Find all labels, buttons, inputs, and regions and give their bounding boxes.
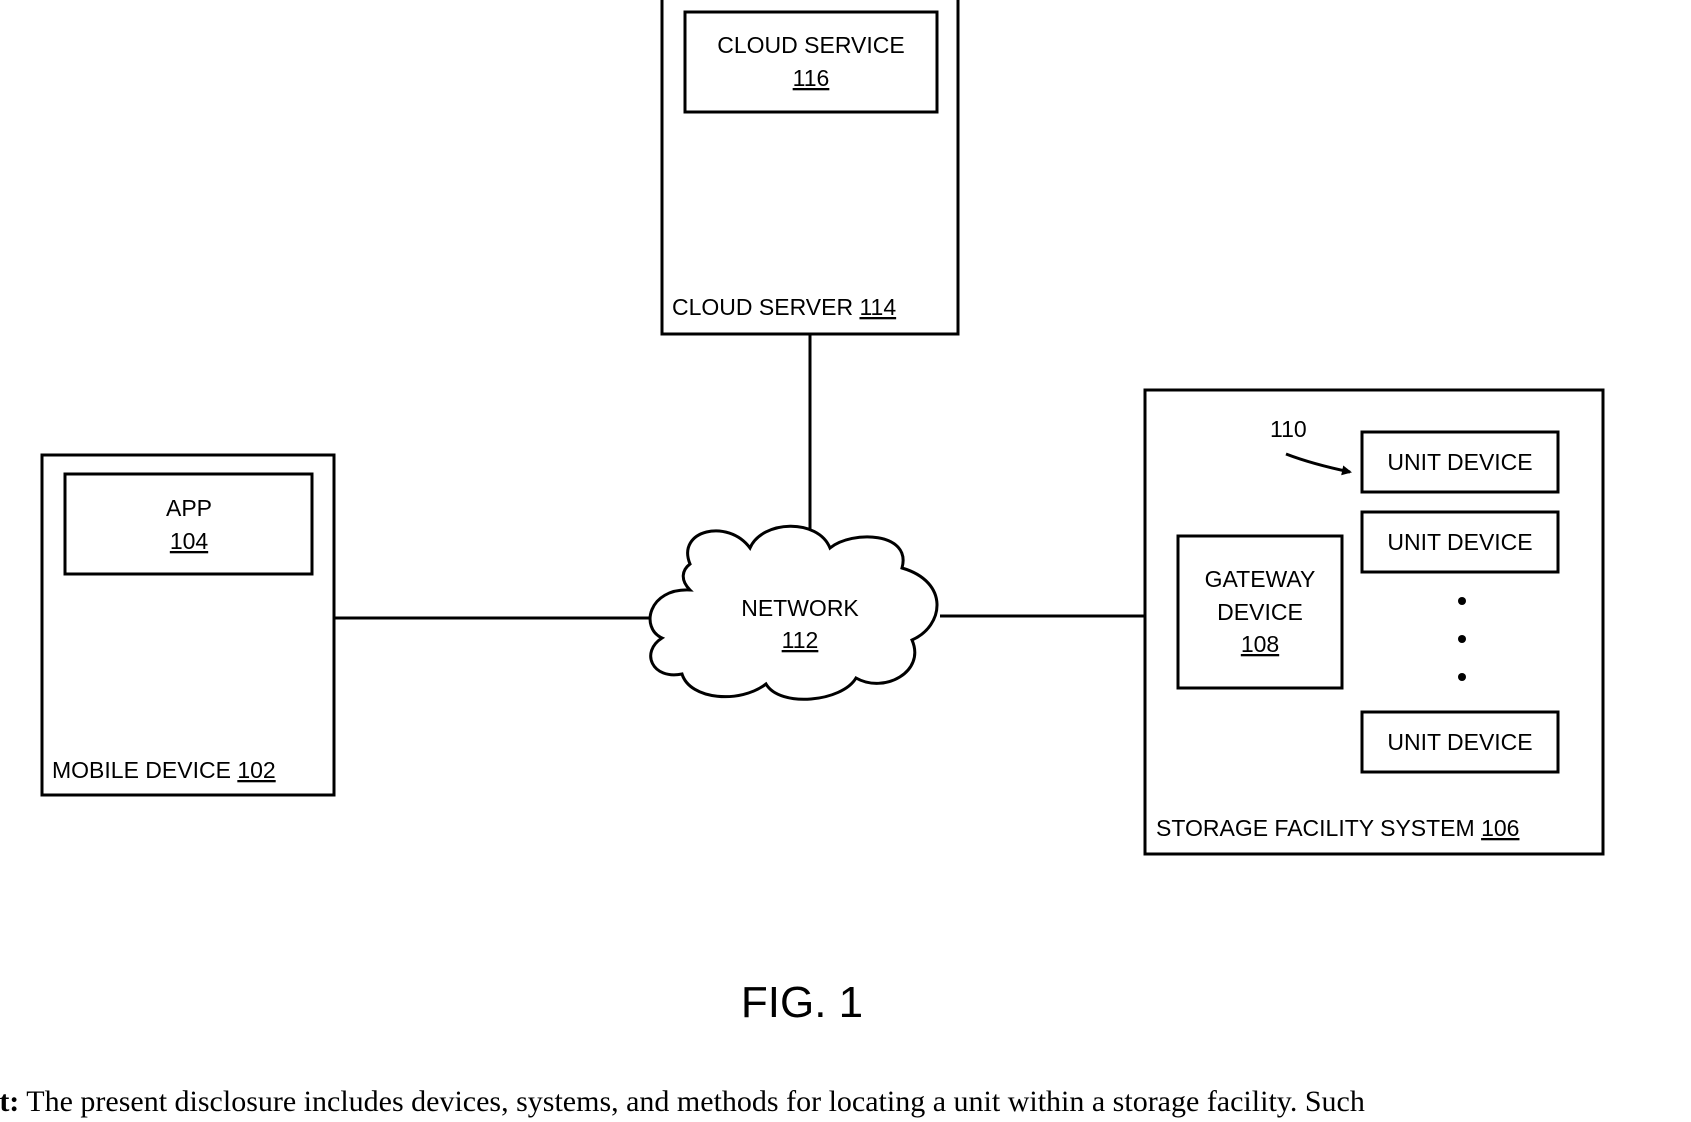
storage-facility-ref: 106 [1481, 815, 1519, 841]
figure-label: FIG. 1 [741, 978, 863, 1027]
abstract-text: ct: The present disclosure includes devi… [0, 1082, 1691, 1122]
mobile-device-ref: 102 [237, 757, 275, 783]
gateway-label-line2: DEVICE [1217, 599, 1303, 625]
unit-device-2: UNIT DEVICE [1362, 512, 1558, 572]
unit-device-3: UNIT DEVICE [1362, 712, 1558, 772]
mobile-device-label: MOBILE DEVICE [52, 757, 231, 783]
network-ref: 112 [782, 627, 819, 653]
cloud-service-ref: 116 [793, 65, 830, 91]
gateway-ref: 108 [1241, 631, 1279, 657]
gateway-label-line1: GATEWAY [1205, 566, 1316, 592]
abstract-body: The present disclosure includes devices,… [26, 1085, 1365, 1118]
network-label: NETWORK [741, 595, 859, 621]
ellipsis-dot [1458, 673, 1466, 681]
gateway-device: GATEWAY DEVICE 108 [1178, 536, 1342, 688]
ellipsis-dot [1458, 635, 1466, 643]
network-cloud: NETWORK 112 [650, 526, 937, 699]
svg-text:STORAGE FACILITY SYSTEM: STORAGE FACILITY SYSTEM 106 [1156, 815, 1519, 841]
app-label: APP [166, 495, 212, 521]
cloud-server-label: CLOUD SERVER [672, 294, 853, 320]
cloud-service-label: CLOUD SERVICE [717, 32, 904, 58]
ellipsis-dot [1458, 597, 1466, 605]
unit-device-label: UNIT DEVICE [1387, 449, 1532, 475]
storage-facility-label: STORAGE FACILITY SYSTEM [1156, 815, 1475, 841]
unit-device-1: UNIT DEVICE [1362, 432, 1558, 492]
svg-text:CLOUD SERVER 114: CLOUD SERVER 114 [672, 294, 896, 320]
unit-devices-ref: 110 [1270, 416, 1307, 442]
app-ref: 104 [170, 528, 209, 554]
unit-device-label: UNIT DEVICE [1387, 729, 1532, 755]
svg-text:MOBILE DEVICE 10: MOBILE DEVICE 102 [52, 757, 276, 783]
app: APP 104 [65, 474, 312, 574]
abstract-lead: ct: [0, 1085, 19, 1118]
cloud-service: CLOUD SERVICE 116 [685, 12, 937, 112]
unit-device-label: UNIT DEVICE [1387, 529, 1532, 555]
cloud-server-ref: 114 [859, 294, 896, 320]
